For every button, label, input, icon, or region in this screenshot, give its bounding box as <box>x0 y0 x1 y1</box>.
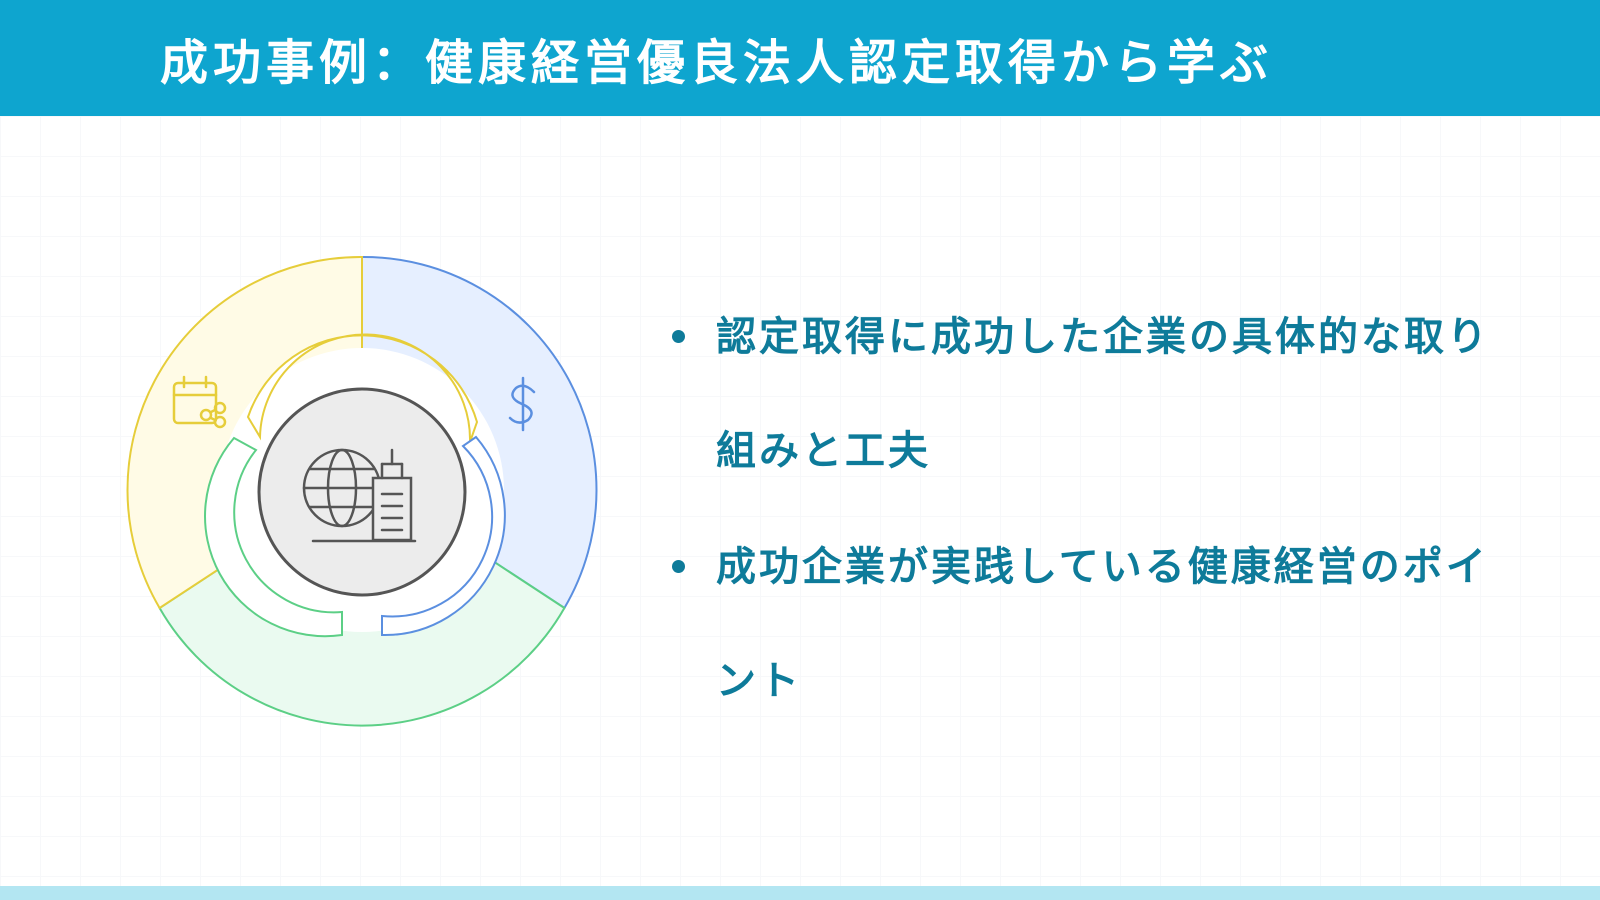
bullet-list: 認定取得に成功した企業の具体的な取り組みと工夫 成功企業が実践している健康経営の… <box>672 280 1502 740</box>
header-bar: 成功事例：健康経営優良法人認定取得から学ぶ <box>0 0 1600 116</box>
bullet-item: 認定取得に成功した企業の具体的な取り組みと工夫 <box>672 280 1502 508</box>
calendar-share-icon <box>172 375 227 429</box>
globe-building-icon <box>302 448 417 543</box>
bullet-item: 成功企業が実践している健康経営のポイント <box>672 510 1502 738</box>
dollar-icon <box>508 376 536 432</box>
bullet-dot <box>672 330 685 343</box>
bullet-text: 成功企業が実践している健康経営のポイント <box>716 544 1489 704</box>
center-hub <box>257 387 467 597</box>
page-title: 成功事例：健康経営優良法人認定取得から学ぶ <box>160 35 1274 91</box>
bullet-dot <box>672 560 685 573</box>
bullet-text: 認定取得に成功した企業の具体的な取り組みと工夫 <box>716 314 1490 474</box>
cycle-diagram <box>120 250 620 750</box>
footer-bar <box>0 886 1600 900</box>
